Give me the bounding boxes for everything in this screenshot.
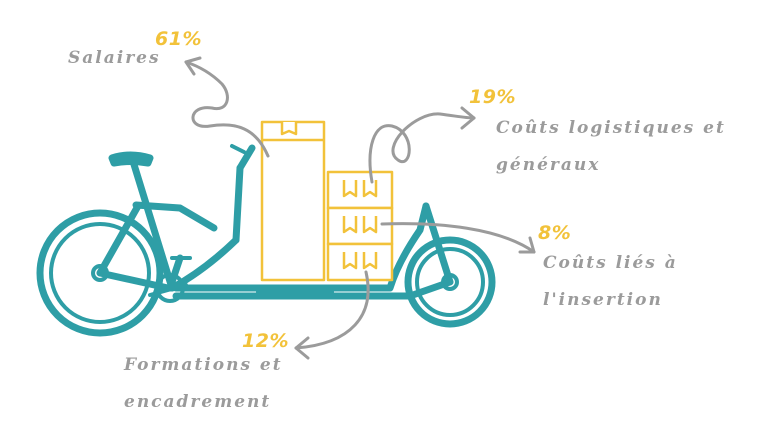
label-line: Formations et [124,355,283,375]
curved-arrow-icon [368,112,476,184]
arrow-head [294,336,310,360]
rear-wheel [36,209,164,337]
seat-tube [128,154,176,292]
arrows [184,56,536,360]
crankset [155,273,185,303]
percent-salaires: 61% [155,28,202,50]
box-tape [362,216,378,234]
box-icon [260,120,326,282]
curved-arrow-icon [184,60,270,158]
percent-formations: 12% [242,330,289,352]
box-icon [326,242,394,282]
front-wheel-tire-inner [415,247,485,317]
rear-wheel-tire-inner [49,222,151,324]
cargo-rail [172,202,430,292]
head-tube [232,164,244,244]
box-tape [342,216,358,234]
box-icon [326,206,394,246]
box-tape [362,180,378,198]
label-insertion: Coûts liés à l'insertion [543,245,678,319]
chain-guard [148,283,188,297]
label-line: Coûts liés à [543,253,678,273]
arrow-head [460,106,476,130]
cargo-bike-icon [36,144,496,337]
label-line: Coûts logistiques et [496,118,726,138]
stem [236,144,256,172]
saddle [108,151,154,167]
arrow-head [184,56,202,76]
label-line: l'insertion [543,290,663,310]
box-tape [342,252,358,270]
label-line: généraux [496,155,601,175]
percent-logistique: 19% [469,86,516,108]
box-tape [362,252,378,270]
label-line: encadrement [124,392,272,412]
label-formations: Formations et encadrement [124,347,283,421]
box-tape [280,122,298,136]
box-tape [342,180,358,198]
top-frame [132,201,218,232]
cargo-lower-rail [172,278,454,300]
curved-arrow-icon [294,270,370,350]
handlebar [230,144,246,154]
crank-arm [166,254,184,292]
label-line: Salaires [68,48,161,68]
front-wheel [404,236,496,328]
label-logistique: Coûts logistiques et généraux [496,110,726,184]
front-fork [422,202,454,286]
percent-insertion: 8% [538,222,572,244]
curved-arrow-icon [380,222,536,254]
cargo-boxes [260,120,394,282]
seat-stay [96,202,142,277]
label-salaires: Salaires [68,40,161,77]
arrow-head [518,236,536,254]
box-icon [326,170,394,210]
